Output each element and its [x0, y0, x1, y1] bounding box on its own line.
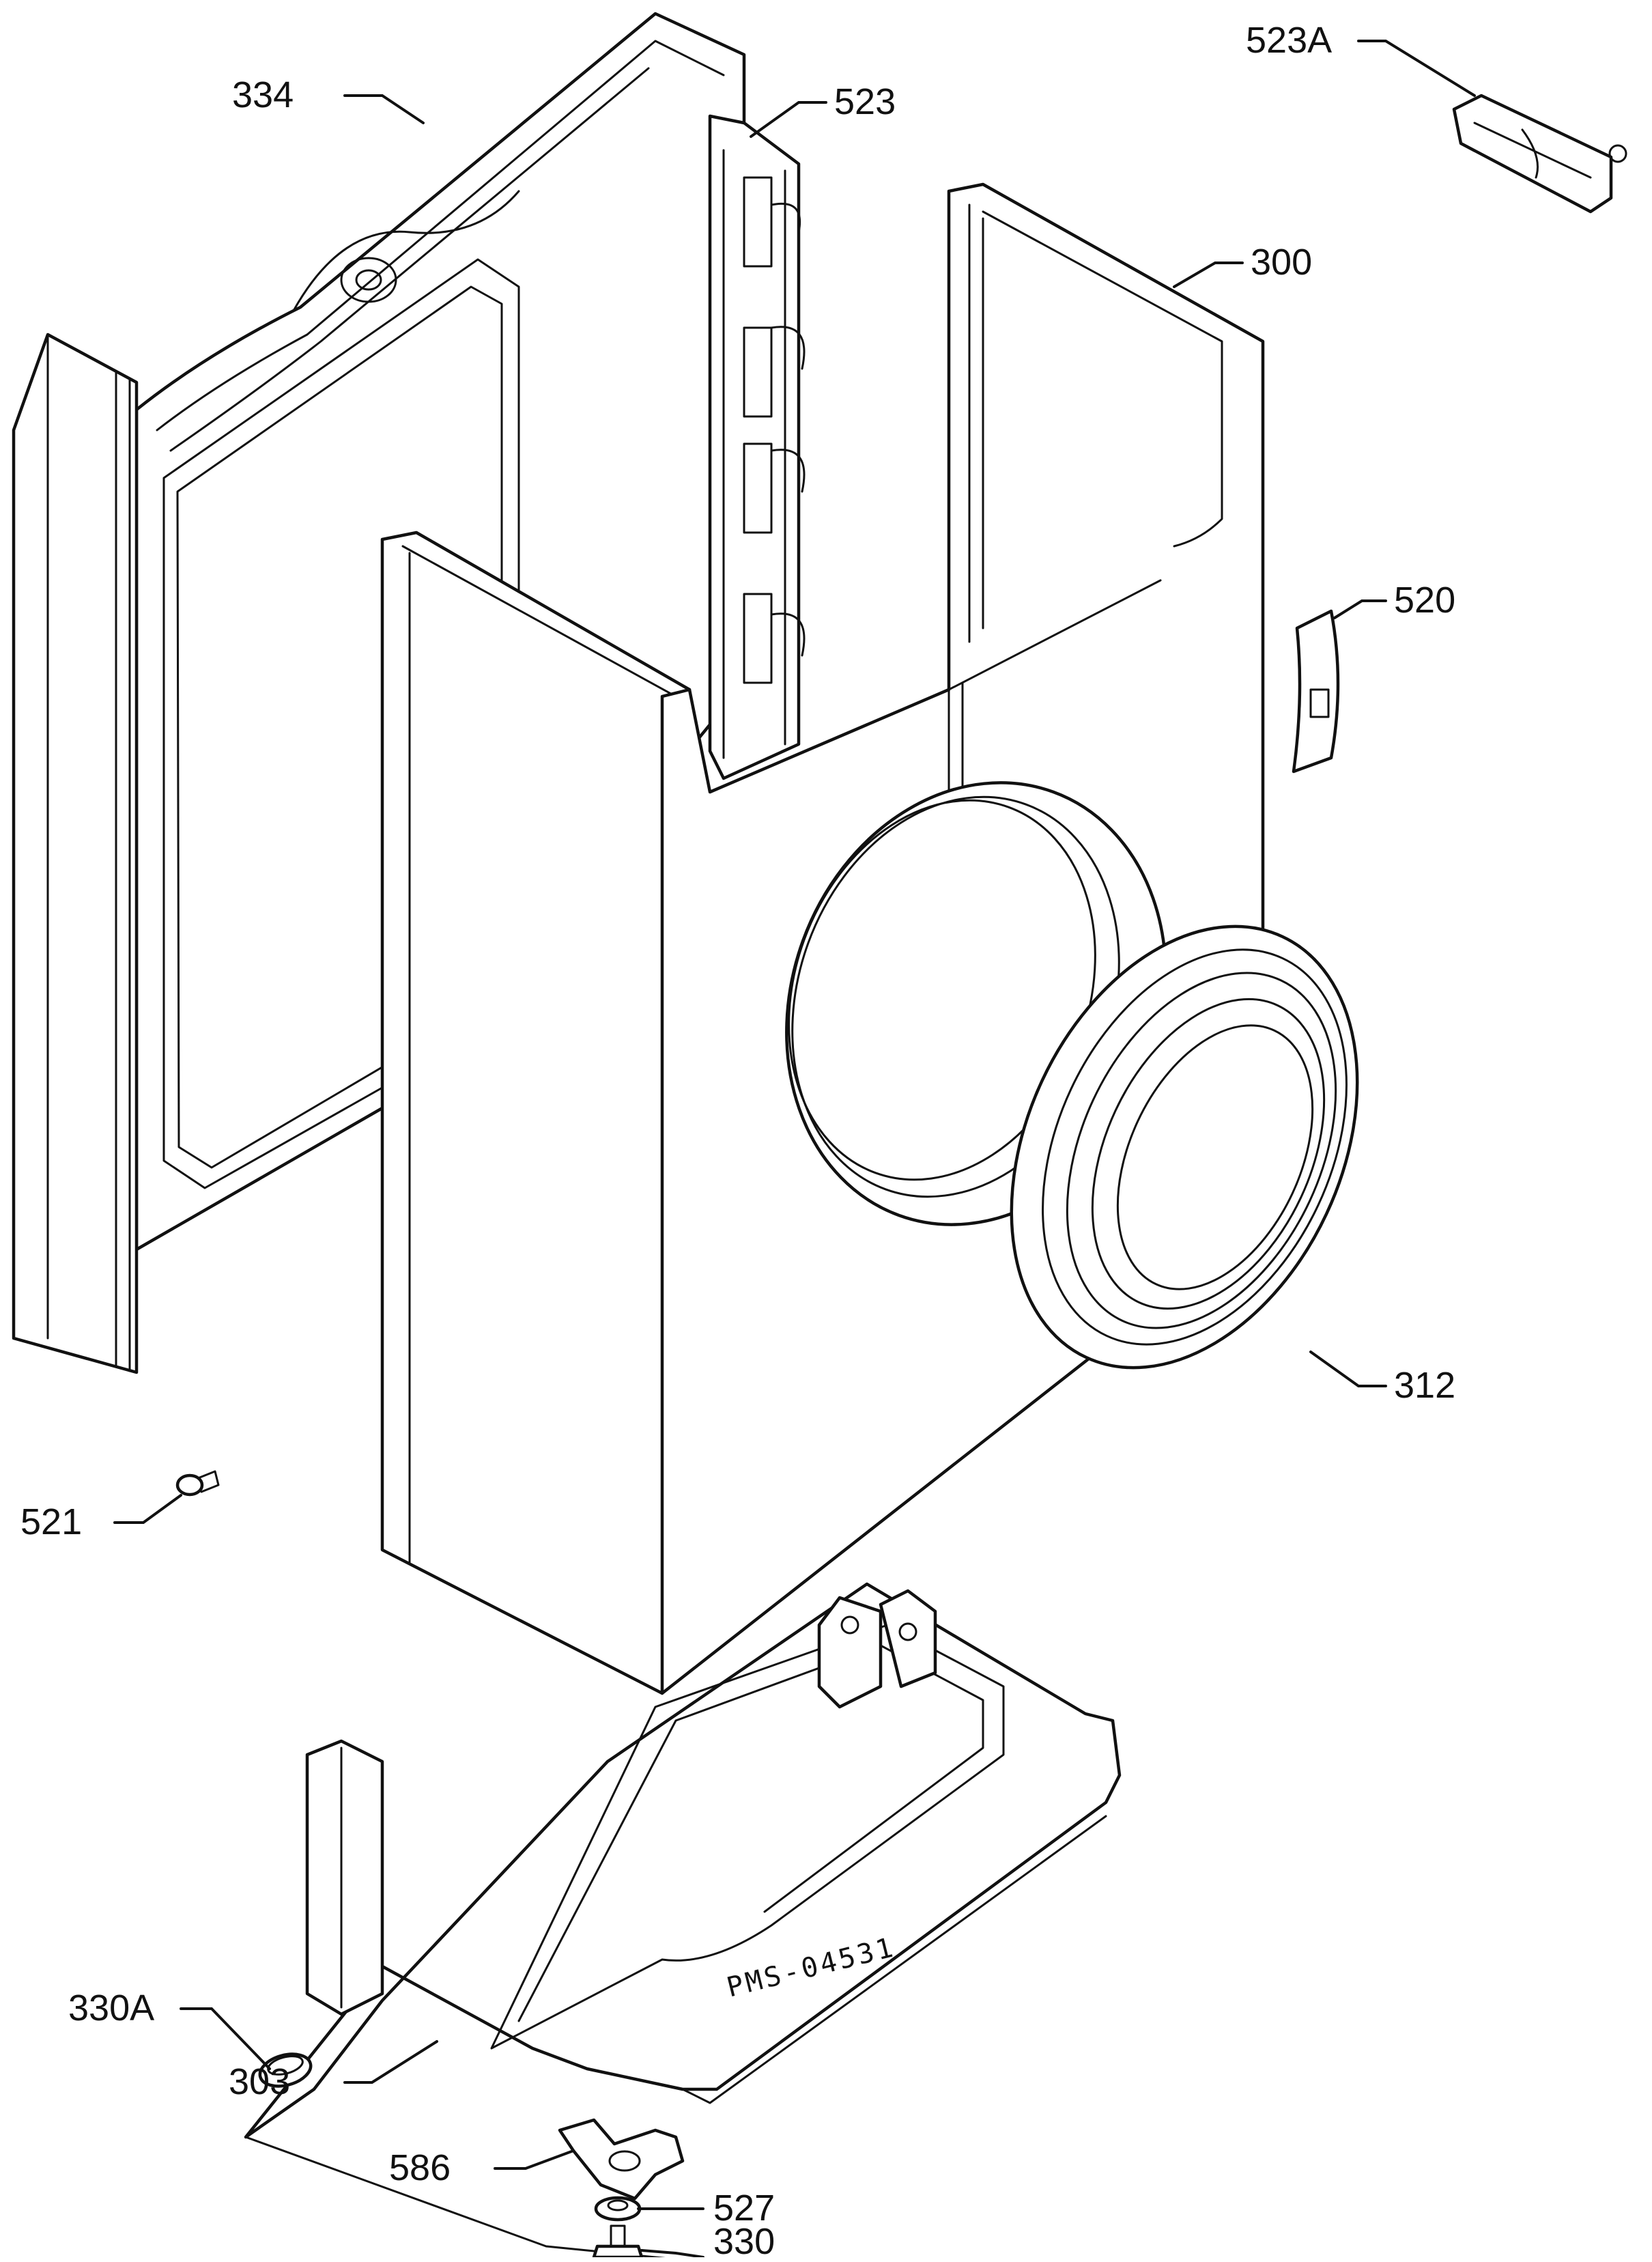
toothed-nut-527 — [594, 2196, 642, 2222]
callout-330: 330 — [713, 2221, 775, 2262]
foot-bracket-586 — [558, 2118, 685, 2201]
leader-523 — [750, 101, 827, 138]
bracket-523a — [1452, 94, 1627, 214]
callout-586: 586 — [389, 2147, 451, 2188]
bracket-523 — [708, 114, 806, 780]
leader-523a — [1357, 40, 1476, 97]
callout-527: 527 — [713, 2188, 775, 2229]
leader-312 — [1309, 1351, 1387, 1387]
callout-520: 520 — [1394, 580, 1456, 621]
leader-lines — [113, 40, 1476, 2257]
main-cabinet-300 — [380, 182, 1265, 1695]
leader-303 — [343, 2040, 438, 2084]
leader-330a — [180, 2007, 271, 2070]
screw-521 — [175, 1470, 220, 1497]
leader-586 — [494, 2149, 575, 2170]
base-frame-303 — [244, 1582, 1122, 2257]
callout-523a: 523A — [1246, 20, 1333, 61]
left-side-strip — [12, 333, 139, 1374]
adjustable-foot-330 — [592, 2224, 644, 2257]
callout-312: 312 — [1394, 1365, 1456, 1406]
callout-303: 303 — [229, 2061, 291, 2102]
callout-523: 523 — [834, 81, 896, 122]
latch-plate-520 — [1292, 609, 1340, 774]
callout-330a: 330A — [68, 1988, 155, 2028]
callout-300: 300 — [1251, 242, 1313, 283]
leader-520 — [1333, 599, 1387, 619]
leader-334 — [343, 94, 425, 124]
callout-334: 334 — [232, 74, 294, 115]
leader-300 — [1173, 261, 1244, 288]
leader-521 — [113, 1494, 182, 1524]
callout-521: 521 — [20, 1501, 83, 1542]
door-seal-312 — [1010, 924, 1359, 1370]
leader-330 — [640, 2249, 704, 2257]
rubber-pad-330a — [258, 2052, 313, 2088]
